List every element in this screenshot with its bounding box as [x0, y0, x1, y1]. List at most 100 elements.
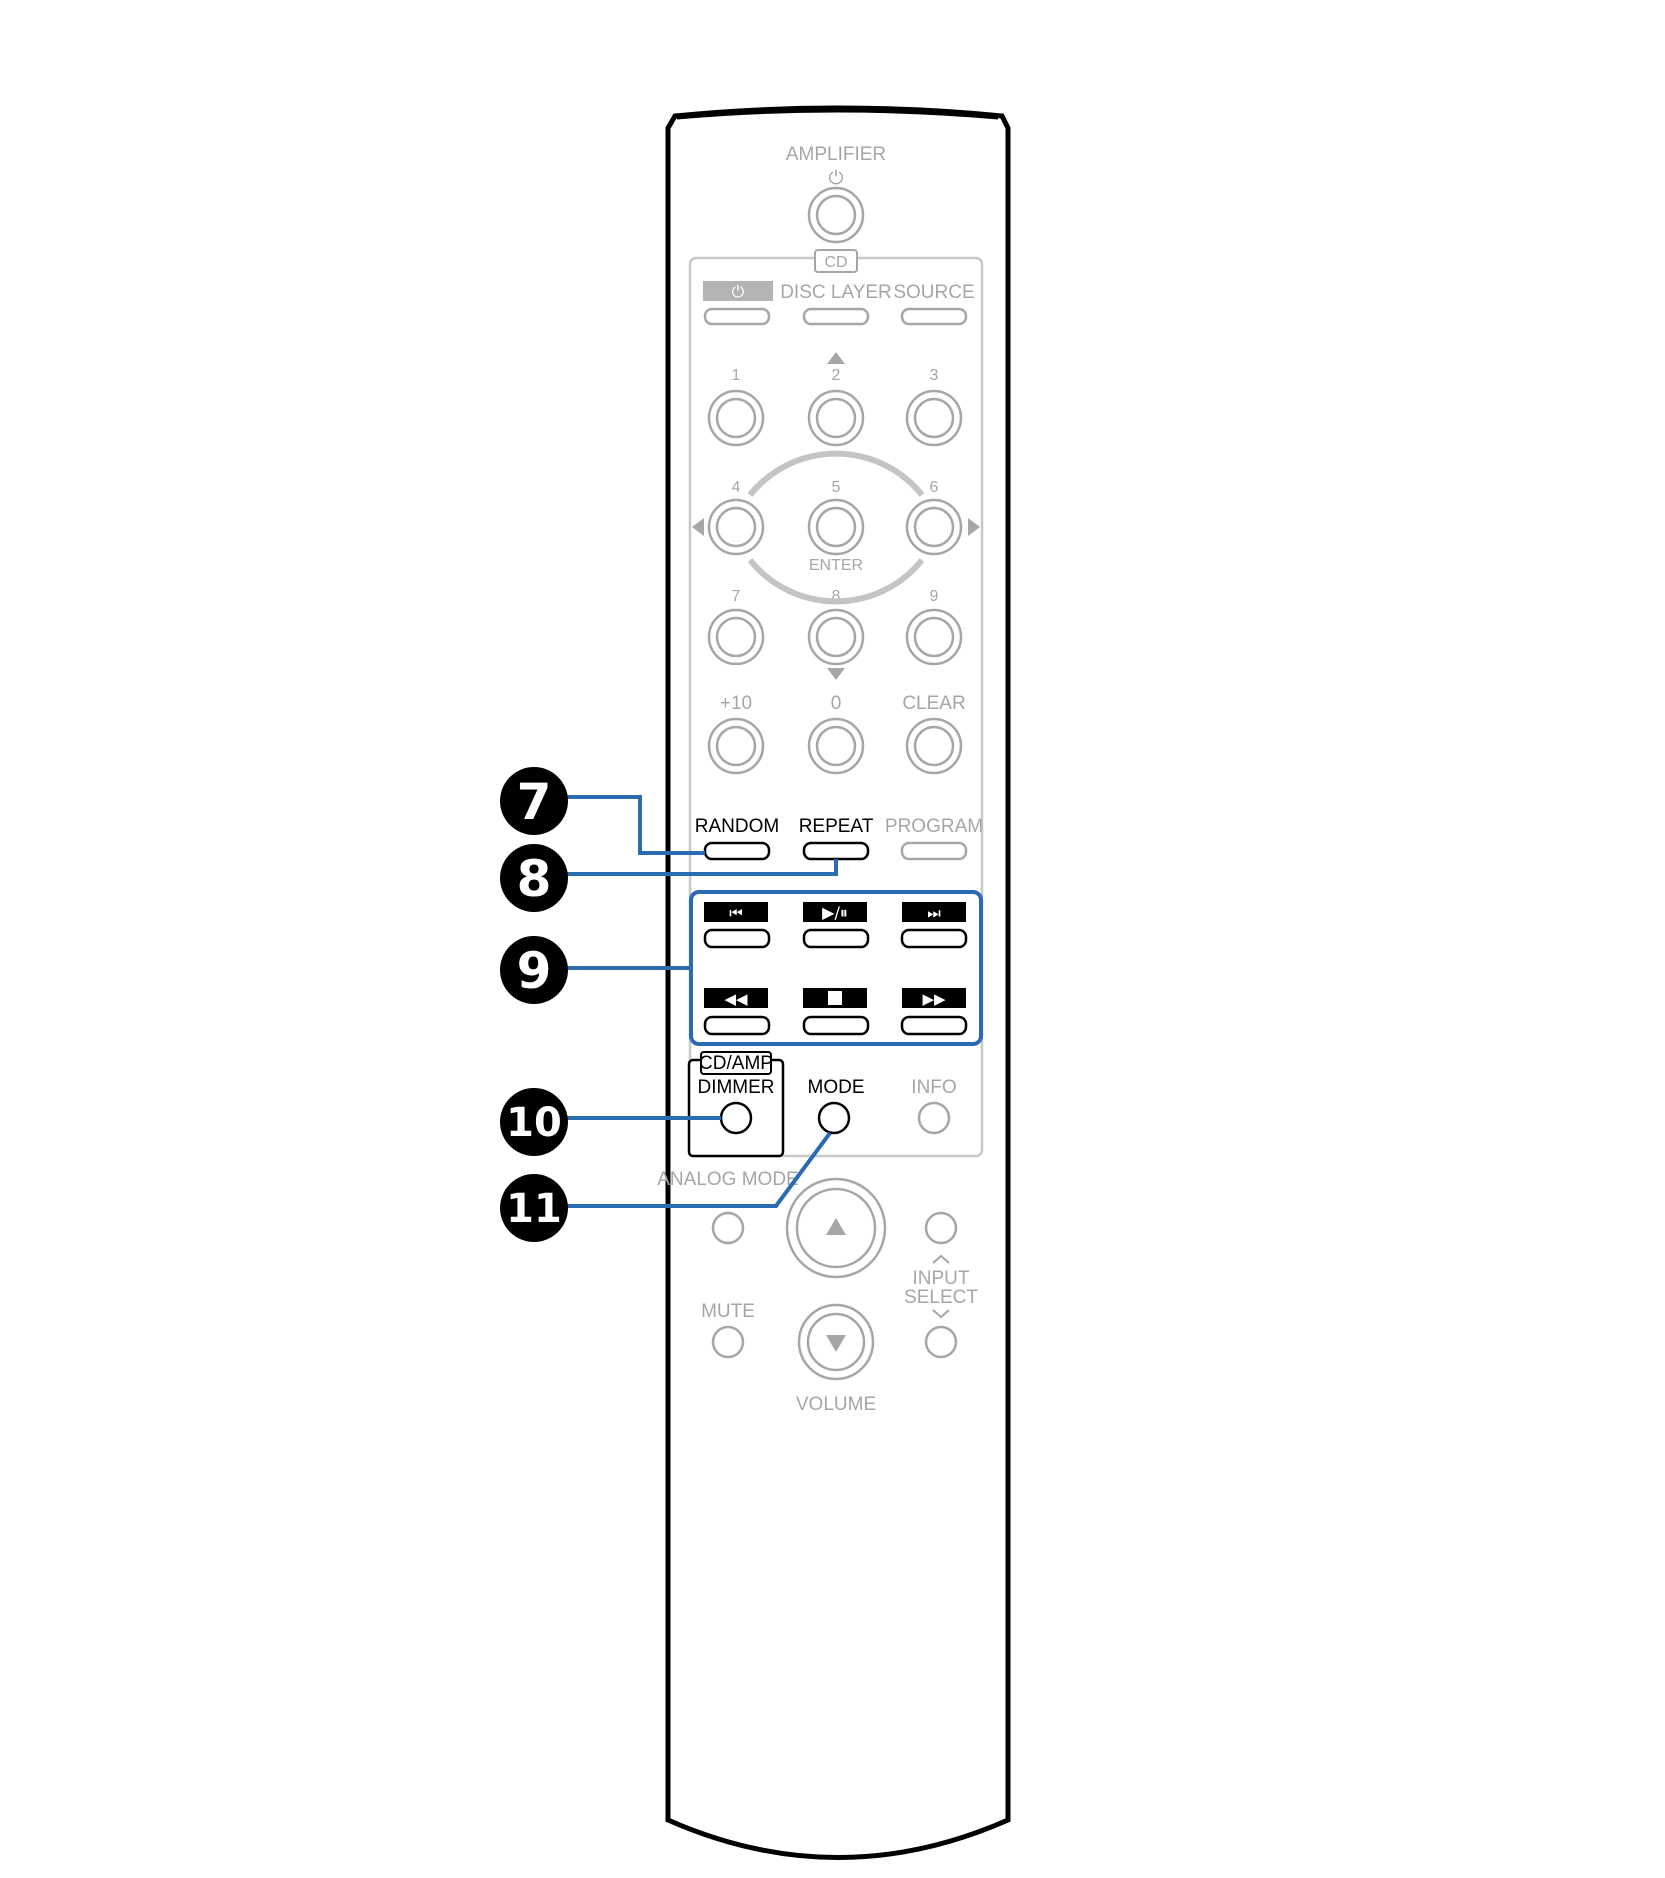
callout-11-line [566, 1131, 832, 1208]
chevron-down-icon [932, 1309, 950, 1319]
cursor-left-icon [692, 518, 704, 536]
skip-back-icon-plate [704, 902, 768, 922]
key-label: 3 [930, 367, 939, 384]
play-pause-icon: ▶/⏸ [822, 903, 848, 922]
skip-forward-icon: ⏭ [927, 904, 941, 922]
stop-button[interactable] [802, 1015, 870, 1036]
amplifier-label: AMPLIFIER [786, 144, 886, 165]
callout-8: 8 [500, 844, 568, 912]
key-label: 7 [732, 588, 741, 605]
mode-label: MODE [808, 1077, 865, 1098]
program-button[interactable] [900, 841, 968, 861]
svg-text:11: 11 [506, 1186, 562, 1232]
number-key-button[interactable] [905, 608, 963, 666]
number-key-button[interactable] [707, 498, 765, 556]
analog-mode-label: ANALOG MODE [657, 1169, 798, 1190]
cd-label: CD [824, 254, 847, 271]
input-select-label-1: INPUT [913, 1268, 970, 1289]
skip-forward-icon-plate [902, 902, 966, 922]
transport-group: ⏮ ▶/⏸ ⏭ ◀◀ ▶▶ [703, 902, 968, 1036]
svg-text:10: 10 [506, 1100, 562, 1146]
dimmer-button[interactable] [719, 1101, 753, 1135]
rewind-button[interactable] [703, 1015, 771, 1036]
volume-down-icon [826, 1335, 846, 1352]
input-select-up-button[interactable] [924, 1211, 958, 1245]
cd-power-icon: ⏻ [732, 282, 745, 301]
mute-label: MUTE [701, 1301, 755, 1322]
number-key-button[interactable] [905, 498, 963, 556]
input-select-label-2: SELECT [904, 1287, 978, 1308]
number-key-button[interactable] [807, 389, 865, 447]
key-label: CLEAR [902, 693, 965, 714]
svg-text:7: 7 [517, 773, 552, 831]
key-label: 2 [832, 367, 841, 384]
rewind-icon-plate [704, 988, 768, 1008]
disc-layer-label: DISC LAYER [780, 282, 892, 303]
callout-10: 10 [500, 1088, 568, 1156]
repeat-button[interactable] [802, 841, 870, 861]
analog-mode-button[interactable] [711, 1211, 745, 1245]
chevron-up-icon [932, 1254, 950, 1264]
key-label: 0 [831, 693, 842, 714]
number-key-button[interactable] [707, 717, 765, 775]
rewind-icon: ◀◀ [724, 990, 748, 1008]
number-key-button[interactable] [707, 389, 765, 447]
cd-power-button[interactable] [703, 307, 771, 326]
cursor-right-icon [968, 518, 980, 536]
callout-8-line [566, 859, 838, 876]
source-label: SOURCE [893, 282, 974, 303]
cursor-down-icon [827, 668, 845, 680]
callout-7: 7 [500, 767, 568, 835]
remote-top-edge [676, 109, 999, 120]
key-label: 8 [832, 588, 841, 605]
fast-forward-icon-plate [902, 988, 966, 1008]
random-label: RANDOM [695, 816, 779, 837]
number-key-button[interactable] [807, 498, 865, 556]
number-key-button[interactable] [807, 608, 865, 666]
cd-power-tab [703, 281, 773, 301]
number-key-button[interactable] [707, 608, 765, 666]
skip-forward-button[interactable] [900, 928, 968, 949]
mode-button[interactable] [817, 1101, 851, 1135]
program-label: PROGRAM [885, 816, 983, 837]
volume-up-icon [826, 1218, 846, 1235]
fast-forward-button[interactable] [900, 1015, 968, 1036]
svg-text:9: 9 [517, 942, 552, 1000]
key-label: 4 [732, 479, 741, 496]
direction-ring-top [747, 450, 925, 497]
key-label: 9 [930, 588, 939, 605]
source-button[interactable] [900, 307, 968, 326]
disc-layer-button[interactable] [802, 307, 870, 326]
info-button[interactable] [917, 1101, 951, 1135]
fast-forward-icon: ▶▶ [922, 990, 946, 1008]
skip-back-icon: ⏮ [729, 904, 743, 922]
amplifier-power-icon: ⏻ [828, 168, 843, 189]
cd-amp-tag [700, 1051, 772, 1075]
number-key-button[interactable] [905, 717, 963, 775]
enter-label: ENTER [809, 557, 863, 574]
play-pause-button[interactable] [802, 928, 870, 949]
key-label: 1 [732, 367, 741, 384]
direction-ring-bottom [747, 558, 925, 605]
number-key-button[interactable] [905, 389, 963, 447]
callout-9: 9 [500, 936, 568, 1004]
number-key-button[interactable] [807, 717, 865, 775]
repeat-label: REPEAT [799, 816, 874, 837]
mute-button[interactable] [711, 1325, 745, 1359]
key-label: +10 [720, 693, 752, 714]
input-select-down-button[interactable] [924, 1325, 958, 1359]
amplifier-power-button[interactable] [807, 186, 865, 244]
volume-label: VOLUME [796, 1394, 876, 1415]
number-keypad: 1 2 3 4 5 6 7 8 9 +10 0 CLEAR [707, 367, 966, 775]
key-label: 5 [832, 479, 841, 496]
key-label: 6 [930, 479, 939, 496]
random-button[interactable] [703, 841, 771, 861]
callout-11: 11 [500, 1174, 568, 1242]
stop-icon [828, 991, 842, 1005]
cd-tag [814, 249, 858, 273]
callout-7-line [566, 795, 705, 855]
skip-back-button[interactable] [703, 928, 771, 949]
svg-text:8: 8 [517, 850, 552, 908]
cursor-up-icon [827, 352, 845, 364]
